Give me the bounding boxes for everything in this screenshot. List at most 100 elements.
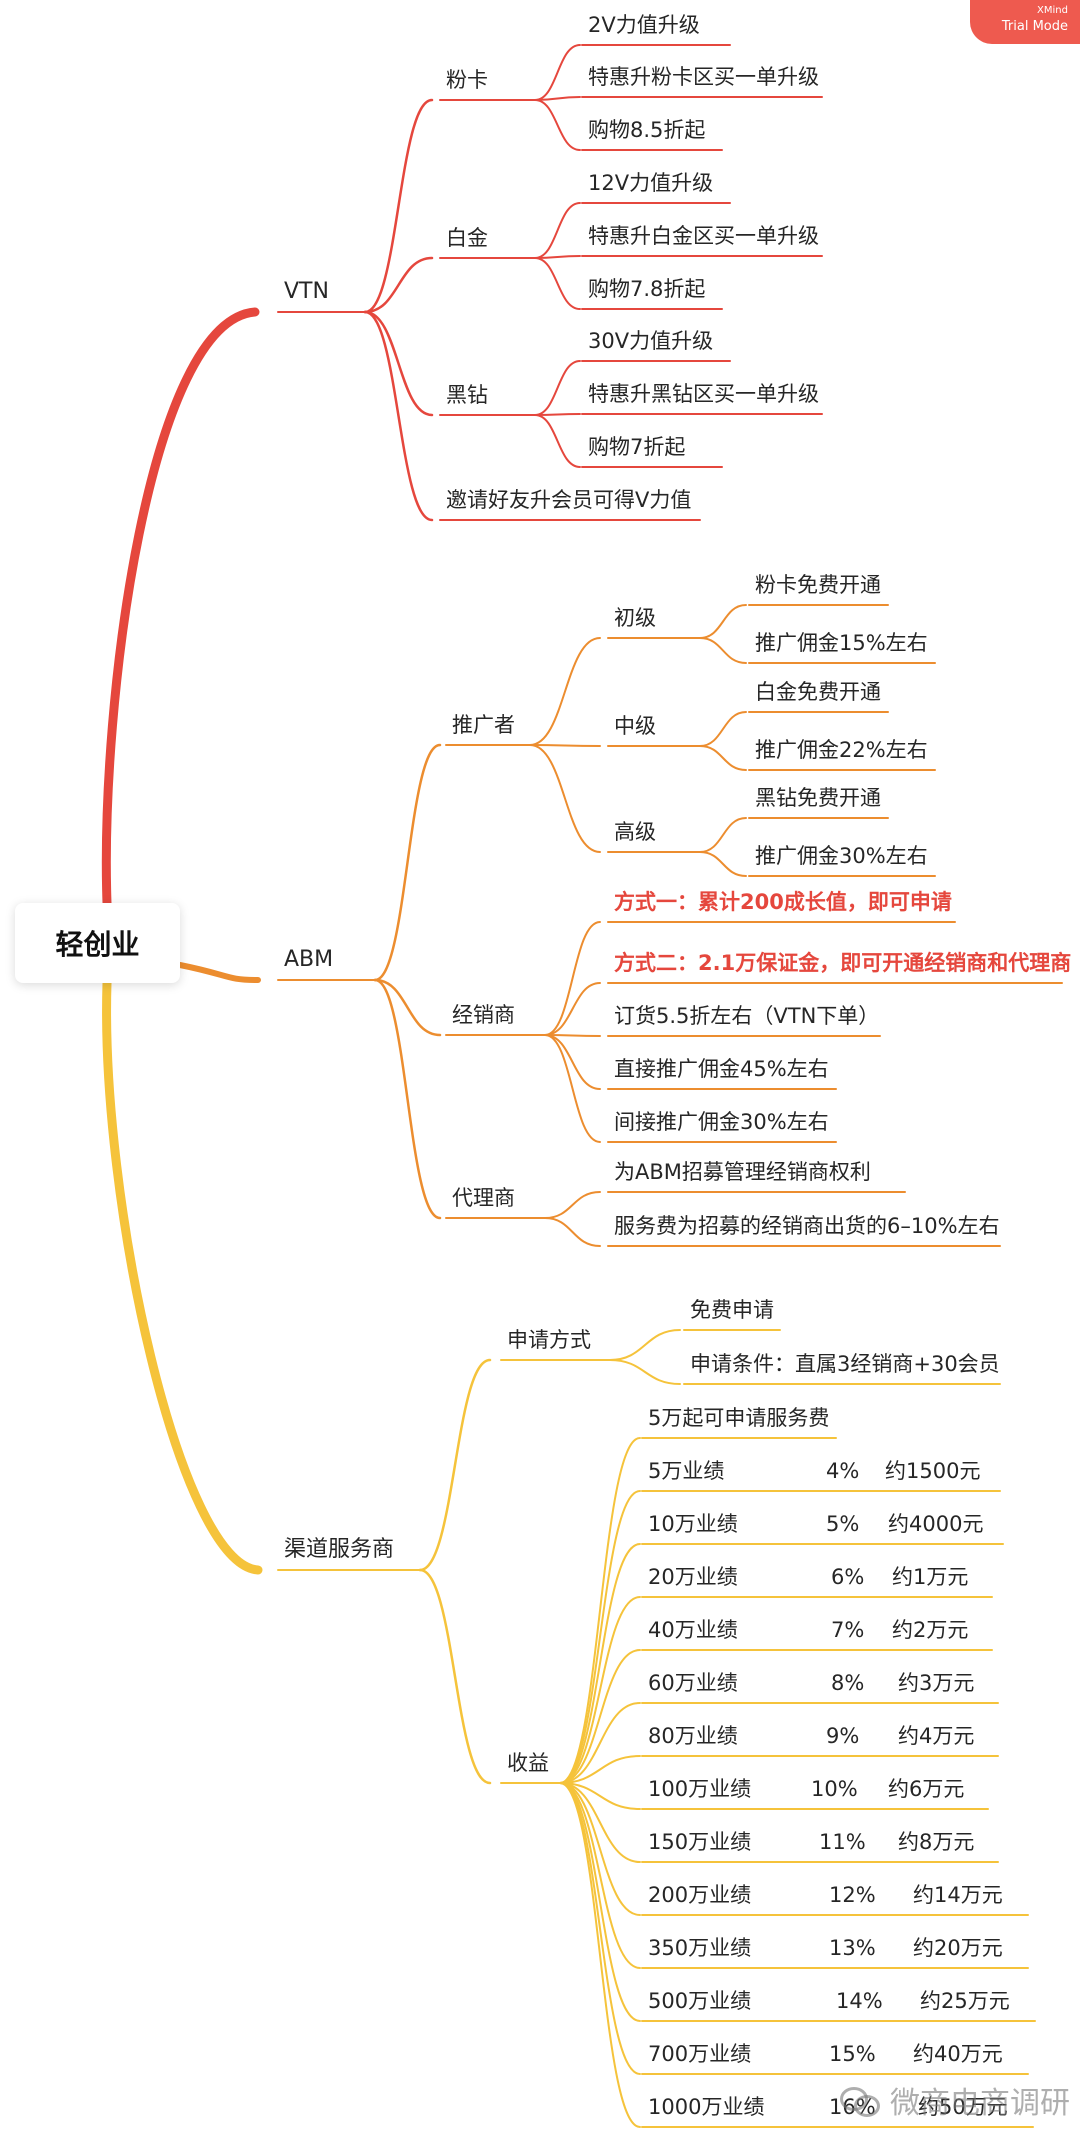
income-row-9-amount[interactable]: 约20万元: [913, 1936, 1003, 1960]
vtn-hei_zuan-item-2[interactable]: 购物7折起: [588, 435, 686, 459]
income-row-1-amount[interactable]: 约4000元: [888, 1512, 984, 1536]
income-row-3-amount[interactable]: 约2万元: [892, 1618, 969, 1642]
income-row-8-rate[interactable]: 12%: [829, 1883, 876, 1907]
vtn-fen_ka-item-1[interactable]: 特惠升粉卡区买一单升级: [588, 65, 819, 89]
income-row-connector-3: [559, 1649, 641, 1784]
abm-agent[interactable]: 代理商: [452, 1186, 515, 1210]
income-row-2-sales[interactable]: 20万业绩: [648, 1565, 738, 1589]
abm-level-0-item-connector-1: [699, 637, 747, 664]
abm-promoter-connector: [373, 743, 442, 982]
vtn-hei_zuan-item-0[interactable]: 30V力值升级: [588, 329, 714, 353]
vtn-fen_ka-item-2[interactable]: 购物8.5折起: [588, 118, 706, 142]
vtn-invite[interactable]: 邀请好友升会员可得V力值: [446, 488, 692, 512]
vtn-hei_zuan[interactable]: 黑钻: [446, 383, 488, 407]
abm-level-1-item-1[interactable]: 推广佣金22%左右: [755, 738, 928, 762]
income-row-9-rate[interactable]: 13%: [829, 1936, 876, 1960]
income-row-11-amount[interactable]: 约40万元: [913, 2042, 1003, 2066]
income-row-connector-6: [559, 1782, 641, 1810]
income-row-8-sales[interactable]: 200万业绩: [648, 1883, 752, 1907]
income-row-4-rate[interactable]: 8%: [831, 1671, 865, 1695]
income-row-5-sales[interactable]: 80万业绩: [648, 1724, 738, 1748]
income-row-7-rate[interactable]: 11%: [819, 1830, 866, 1854]
vtn-hei_zuan-item-1[interactable]: 特惠升黑钻区买一单升级: [588, 382, 819, 406]
vtn-bai_jin-item-2[interactable]: 购物7.8折起: [588, 277, 706, 301]
abm-dealer-item-connector-1: [544, 982, 601, 1036]
income-row-4-sales[interactable]: 60万业绩: [648, 1671, 738, 1695]
vtn-fen_ka[interactable]: 粉卡: [446, 68, 488, 92]
income-row-3-sales[interactable]: 40万业绩: [648, 1618, 738, 1642]
abm-dealer-item-2[interactable]: 订货5.5折左右（VTN下单）: [614, 1004, 880, 1028]
income-row-11-rate[interactable]: 15%: [829, 2042, 876, 2066]
income-row-10-sales[interactable]: 500万业绩: [648, 1989, 752, 2013]
abm-level-2-item-connector-1: [699, 851, 747, 877]
abm-level-0[interactable]: 初级: [614, 606, 656, 630]
income-row-12-sales[interactable]: 1000万业绩: [648, 2095, 765, 2119]
vtn-branch[interactable]: VTN: [284, 279, 329, 304]
vtn-bai_jin-item-0[interactable]: 12V力值升级: [588, 171, 714, 195]
income-row-12-amount[interactable]: 约50万元: [918, 2095, 1008, 2119]
income-row-6-sales[interactable]: 100万业绩: [648, 1777, 752, 1801]
income-row-2-rate[interactable]: 6%: [831, 1565, 865, 1589]
income-row-7-amount[interactable]: 约8万元: [898, 1830, 975, 1854]
abm-dealer[interactable]: 经销商: [452, 1003, 515, 1027]
income-row-9-sales[interactable]: 350万业绩: [648, 1936, 752, 1960]
abm-agent-item-0[interactable]: 为ABM招募管理经销商权利: [614, 1160, 871, 1184]
abm-dealer-item-4[interactable]: 间接推广佣金30%左右: [614, 1110, 829, 1134]
vtn-bai_jin-item-1[interactable]: 特惠升白金区买一单升级: [588, 224, 819, 248]
abm-dealer-item-0[interactable]: 方式一：累计200成长值，即可申请: [614, 890, 952, 914]
income-row-8-amount[interactable]: 约14万元: [913, 1883, 1003, 1907]
channel-income[interactable]: 收益: [507, 1751, 549, 1775]
trial-badge-line1: XMind: [1037, 5, 1068, 16]
trial-mode-badge: XMind Trial Mode: [970, 0, 1080, 44]
income-row-11-sales[interactable]: 700万业绩: [648, 2042, 752, 2066]
income-row-7-sales[interactable]: 150万业绩: [648, 1830, 752, 1854]
channel-income-intro[interactable]: 5万起可申请服务费: [648, 1406, 830, 1430]
income-row-6-amount[interactable]: 约6万元: [888, 1777, 965, 1801]
abm-level-0-item-1[interactable]: 推广佣金15%左右: [755, 631, 928, 655]
abm-level-0-item-0[interactable]: 粉卡免费开通: [755, 573, 881, 597]
abm-level-1[interactable]: 中级: [614, 714, 656, 738]
abm-agent-item-connector-1: [544, 1217, 601, 1247]
abm-agent-connector: [373, 978, 442, 1220]
abm-agent-item-1[interactable]: 服务费为招募的经销商出货的6–10%左右: [614, 1214, 1000, 1238]
income-row-connector-9: [559, 1782, 641, 1969]
abm-level-2-item-0[interactable]: 黑钻免费开通: [755, 786, 881, 810]
income-row-4-amount[interactable]: 约3万元: [898, 1671, 975, 1695]
income-row-3-rate[interactable]: 7%: [831, 1618, 865, 1642]
root-node[interactable]: 轻创业: [15, 903, 180, 983]
abm-level-2-item-1[interactable]: 推广佣金30%左右: [755, 844, 928, 868]
income-row-10-amount[interactable]: 约25万元: [920, 1989, 1010, 2013]
abm-level-2[interactable]: 高级: [614, 820, 656, 844]
income-row-1-rate[interactable]: 5%: [826, 1512, 860, 1536]
abm-level-connector-0: [529, 637, 601, 746]
abm-dealer-connector: [373, 978, 442, 1037]
abm-dealer-item-1[interactable]: 方式二：2.1万保证金，即可开通经销商和代理商: [614, 951, 1072, 975]
channel-apply-item-0[interactable]: 免费申请: [690, 1298, 774, 1322]
income-row-2-amount[interactable]: 约1万元: [892, 1565, 969, 1589]
abm-level-1-item-0[interactable]: 白金免费开通: [755, 680, 881, 704]
vtn-fen_ka-item-0[interactable]: 2V力值升级: [588, 13, 700, 37]
income-row-6-rate[interactable]: 10%: [811, 1777, 858, 1801]
income-row-5-rate[interactable]: 9%: [826, 1724, 860, 1748]
income-row-1-sales[interactable]: 10万业绩: [648, 1512, 738, 1536]
income-row-0-amount[interactable]: 约1500元: [885, 1459, 981, 1483]
wechat-icon: [840, 2085, 882, 2117]
channel-branch[interactable]: 渠道服务商: [284, 1537, 395, 1562]
income-row-connector-1: [559, 1543, 641, 1784]
abm-dealer-item-3[interactable]: 直接推广佣金45%左右: [614, 1057, 829, 1081]
income-row-connector-8: [559, 1782, 641, 1916]
vtn-bai_jin[interactable]: 白金: [446, 226, 488, 250]
channel-apply-item-1[interactable]: 申请条件：直属3经销商+30会员: [690, 1352, 1000, 1376]
income-row-5-amount[interactable]: 约4万元: [898, 1724, 975, 1748]
income-row-10-rate[interactable]: 14%: [836, 1989, 883, 2013]
vtn-invite-connector: [363, 310, 434, 522]
abm-branch[interactable]: ABM: [284, 947, 334, 972]
abm-level-1-item-connector-1: [699, 745, 747, 771]
income-row-0-sales[interactable]: 5万业绩: [648, 1459, 725, 1483]
channel-apply[interactable]: 申请方式: [507, 1328, 591, 1352]
income-row-0-rate[interactable]: 4%: [826, 1459, 860, 1483]
vtn-fen_ka-connector: [363, 98, 434, 314]
channel-income-intro-connector: [559, 1437, 641, 1784]
abm-promoter[interactable]: 推广者: [452, 713, 515, 737]
